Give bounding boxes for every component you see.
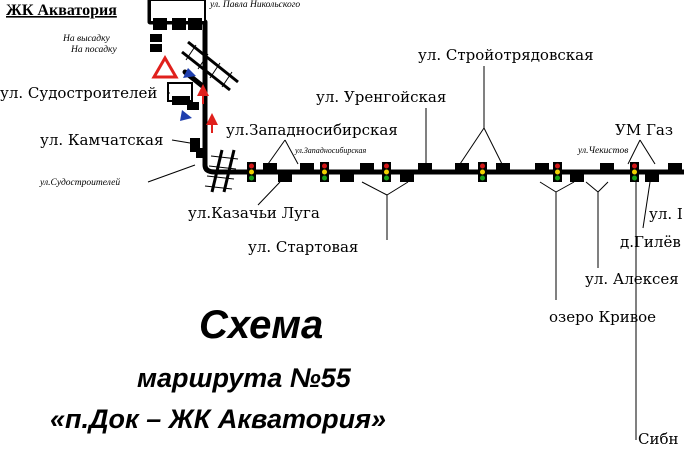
stop-markers — [263, 163, 682, 182]
warning-triangle-icon — [151, 55, 179, 79]
terminal-building — [149, 0, 206, 52]
street-sudostroiteley-label: ул.Судостроителей — [39, 177, 120, 188]
stop-sibn-label: Сибн — [638, 430, 679, 448]
direction-arrow-icon — [180, 110, 192, 121]
railway-crossing-icon — [181, 40, 239, 92]
title-line-2: маршрута №55 — [137, 363, 352, 393]
traffic-light-icon — [553, 162, 562, 182]
stop-stroyotryadovskaya-label: ул. Стройотрядовская — [418, 46, 594, 64]
stop-alekseya-label: ул. Алексея — [585, 270, 679, 288]
traffic-light-icon — [247, 162, 256, 182]
terminal-label: ЖК Акватория — [6, 2, 117, 19]
stop-d-gilev-label: д.Гилёв — [620, 233, 681, 251]
stop-startovaya-label: ул. Стартовая — [248, 238, 358, 256]
railway-crossing-icon — [204, 149, 239, 193]
stop-shelter — [167, 82, 206, 158]
title-line-1: Схема — [199, 303, 323, 347]
traffic-light-icon — [320, 162, 329, 182]
traffic-light-icon — [478, 162, 487, 182]
drop-off-label: На высадку — [62, 33, 111, 44]
stop-zapadnosibirskaya-label: ул.Западносибирская — [226, 121, 398, 139]
street-top-label: ул. Павла Никольского — [209, 0, 300, 10]
direction-arrow-icon — [206, 113, 218, 133]
stop-ozero-krivoe-label: озеро Кривое — [549, 308, 656, 326]
street-chekistov-label: ул.Чекистов — [577, 146, 628, 156]
pick-up-label: На посадку — [70, 44, 117, 55]
traffic-light-icon — [382, 162, 391, 182]
street-zapadnosibirskaya-label: ул.Западносибирская — [294, 146, 366, 155]
stop-ul-cut-label: ул. I — [649, 205, 683, 223]
direction-arrow-icon — [197, 84, 209, 104]
traffic-light-icon — [630, 162, 639, 182]
stop-kazachi-lugi-label: ул.Казачьи Луга — [188, 204, 320, 222]
stop-um-gaz-label: УМ Газ — [615, 121, 673, 139]
title-line-3: «п.Док – ЖК Акватория» — [50, 404, 386, 434]
stop-sudostroiteley-label: ул. Судостроителей — [0, 84, 157, 102]
stop-kamchatskaya-label: ул. Камчатская — [40, 131, 163, 149]
stop-urengoyskaya-label: ул. Уренгойская — [316, 88, 446, 106]
direction-arrow-icon — [183, 68, 196, 78]
label-leaders — [147, 37, 656, 440]
